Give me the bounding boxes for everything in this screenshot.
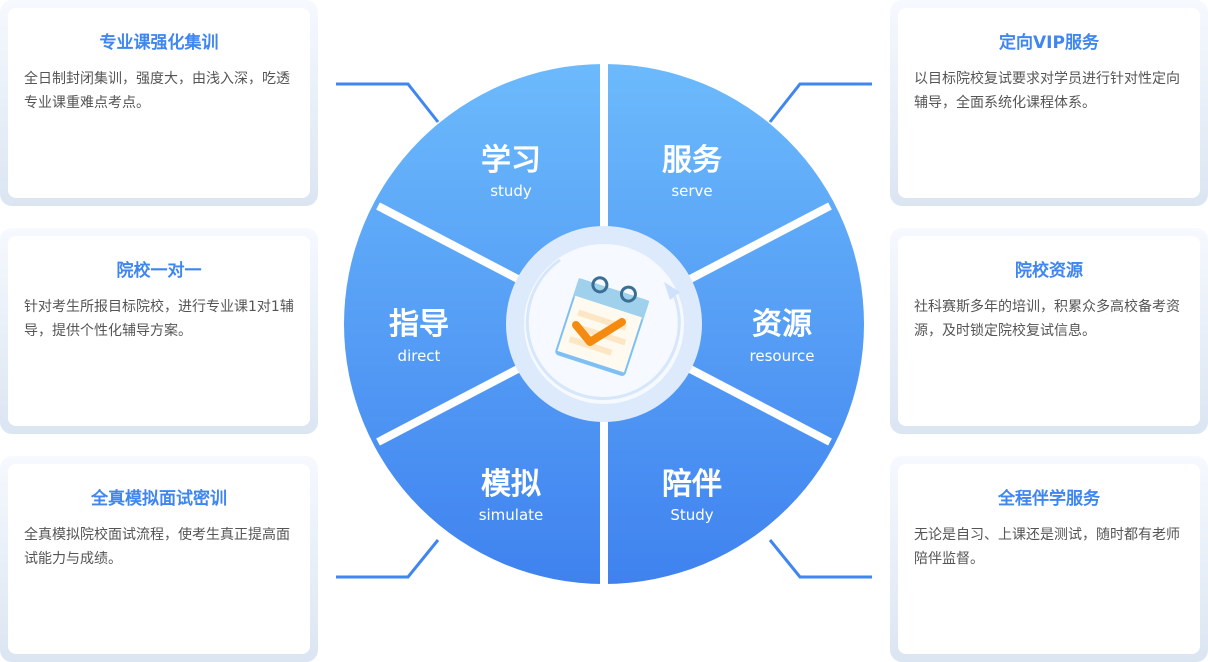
card-title: 全真模拟面试密训 bbox=[91, 489, 227, 509]
card-text: 无论是自习、上课还是测试，随时都有老师陪伴监督。 bbox=[914, 527, 1180, 567]
card-title: 院校一对一 bbox=[116, 261, 202, 281]
segment-serve-en: serve bbox=[671, 182, 712, 200]
card-title: 专业课强化集训 bbox=[99, 33, 219, 53]
card-mock-interview: 全真模拟面试密训全真模拟院校面试流程，使考生真正提高面试能力与成绩。 bbox=[0, 456, 318, 662]
segment-accompany-cn: 陪伴 bbox=[662, 467, 722, 502]
card-one-on-one: 院校一对一针对考生所报目标院校，进行专业课1对1辅导，提供个性化辅导方案。 bbox=[0, 228, 318, 434]
card-text: 社科赛斯多年的培训，积累众多高校备考资源，及时锁定院校复试信息。 bbox=[914, 299, 1180, 339]
connector-lines bbox=[336, 82, 872, 579]
card-text: 全真模拟院校面试流程，使考生真正提高面试能力与成绩。 bbox=[24, 527, 290, 567]
segment-resource-en: resource bbox=[750, 347, 815, 365]
card-title: 全程伴学服务 bbox=[998, 489, 1100, 509]
segment-accompany-en: Study bbox=[670, 506, 713, 524]
segment-serve-cn: 服务 bbox=[662, 143, 722, 178]
calendar-check-icon bbox=[555, 276, 650, 376]
card-accompany-service: 全程伴学服务无论是自习、上课还是测试，随时都有老师陪伴监督。 bbox=[890, 456, 1208, 662]
segment-simulate-cn: 模拟 bbox=[481, 467, 541, 502]
card-text: 针对考生所报目标院校，进行专业课1对1辅导，提供个性化辅导方案。 bbox=[24, 299, 294, 339]
segment-direct-en: direct bbox=[398, 347, 441, 365]
card-title: 院校资源 bbox=[1015, 261, 1083, 281]
card-specialized-training: 专业课强化集训全日制封闭集训，强度大，由浅入深，吃透专业课重难点考点。 bbox=[0, 0, 318, 206]
card-text: 以目标院校复试要求对学员进行针对性定向辅导，全面系统化课程体系。 bbox=[914, 71, 1180, 111]
card-vip-service: 定向VIP服务以目标院校复试要求对学员进行针对性定向辅导，全面系统化课程体系。 bbox=[890, 0, 1208, 206]
segment-simulate-en: simulate bbox=[479, 506, 544, 524]
segment-direct-cn: 指导 bbox=[389, 307, 449, 342]
card-text: 全日制封闭集训，强度大，由浅入深，吃透专业课重难点考点。 bbox=[24, 71, 290, 111]
card-title: 定向VIP服务 bbox=[999, 33, 1099, 53]
segment-study-en: study bbox=[490, 182, 532, 200]
segment-study-cn: 学习 bbox=[481, 143, 541, 178]
segment-resource-cn: 资源 bbox=[752, 307, 812, 342]
card-school-resources: 院校资源社科赛斯多年的培训，积累众多高校备考资源，及时锁定院校复试信息。 bbox=[890, 228, 1208, 434]
